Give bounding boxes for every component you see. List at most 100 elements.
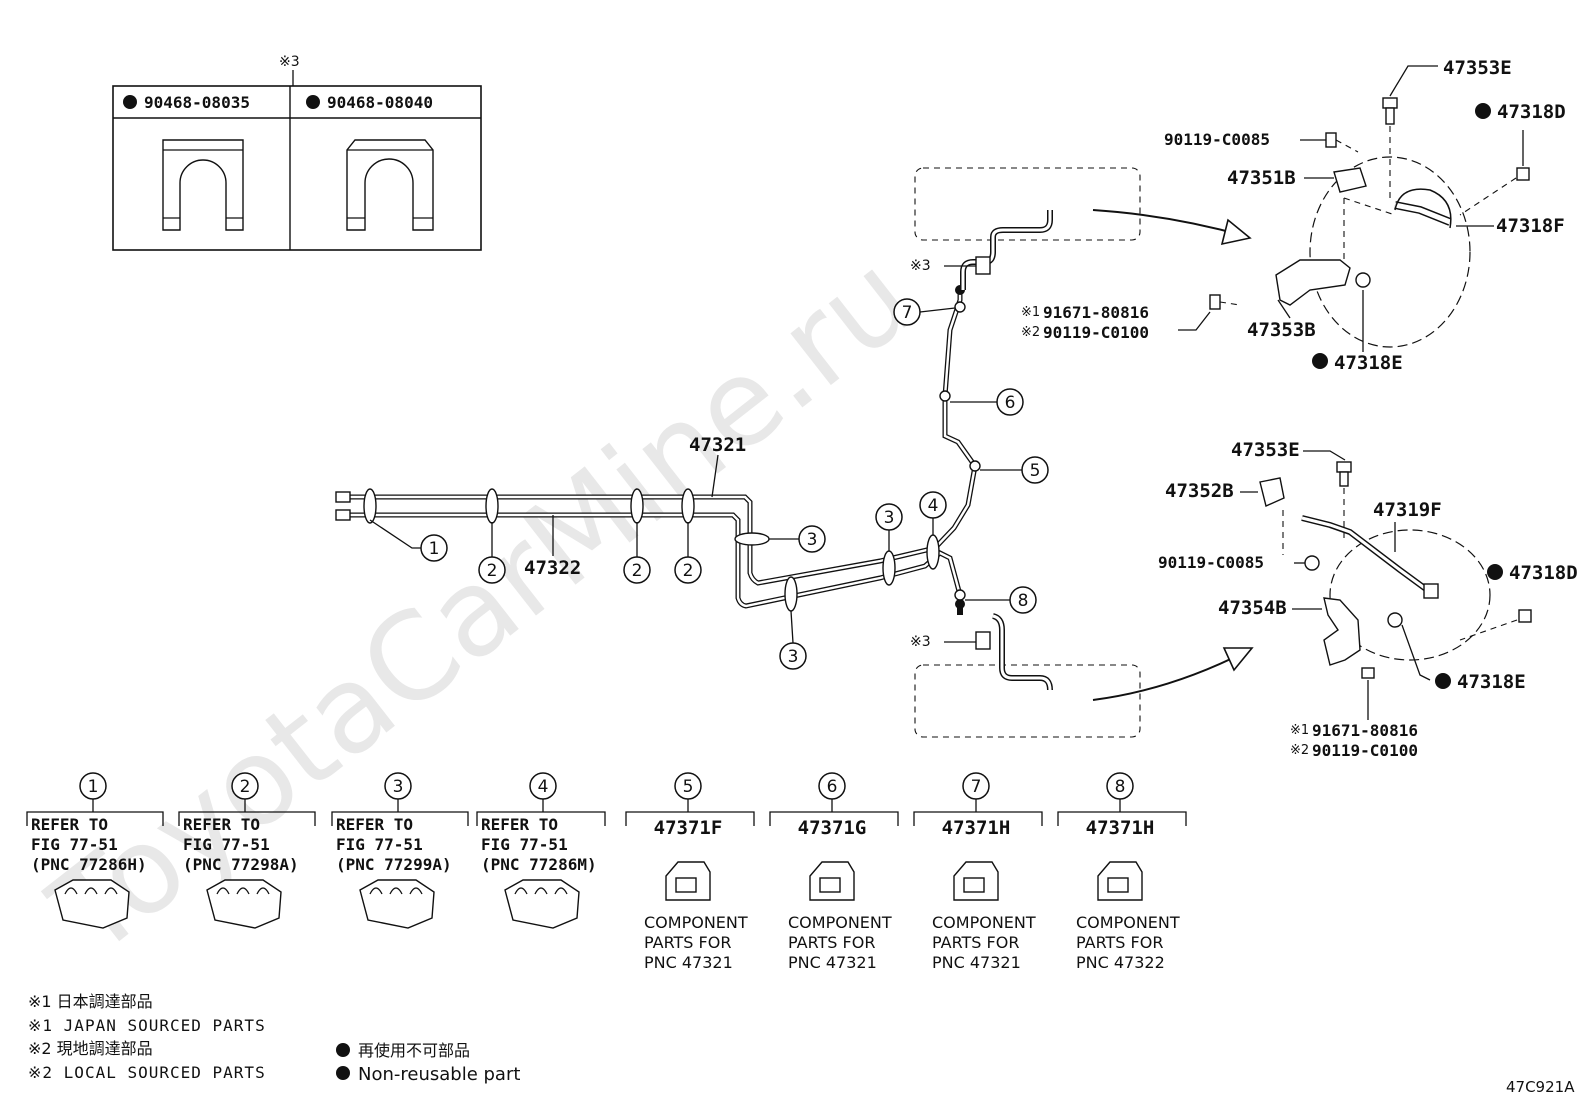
legend-callout-number: 1 <box>88 777 99 797</box>
part-47353E-label: 47353E <box>1443 57 1512 79</box>
legend-reference-text: FIG 77-51 <box>336 835 423 854</box>
clip-47318E-icon <box>1355 272 1371 288</box>
svg-text:3: 3 <box>807 530 818 550</box>
note2-mark: ※2 <box>1021 325 1040 340</box>
brake-disc-outline <box>1309 156 1471 348</box>
shim-clip-icon <box>975 631 991 650</box>
part-47318E-label: 47318E <box>1334 352 1403 374</box>
legend-clamp-icon <box>54 879 130 929</box>
lower-detail-group: ※3 <box>910 604 1254 738</box>
rear-part-90119-C0100-label: 90119-C0100 <box>1312 741 1418 760</box>
clip-6 <box>939 390 951 402</box>
part-47318F-label: 47318F <box>1496 215 1565 237</box>
bolt-icon <box>1304 555 1320 571</box>
part-90119-C0100-label: 90119-C0100 <box>1043 323 1149 342</box>
legend-clip-detail <box>963 877 985 893</box>
callouts: 1 2 2 2 3 3 3 4 5 6 7 8 <box>369 298 1049 670</box>
svg-text:8: 8 <box>1018 591 1029 611</box>
svg-text:2: 2 <box>683 561 694 581</box>
brake-tube-assembly: 47321 47322 <box>335 285 981 612</box>
bracket-47352B-icon <box>1259 477 1285 507</box>
svg-text:1: 1 <box>429 539 440 559</box>
upper-detail-box <box>914 167 1141 241</box>
legend-component-text: PARTS FOR <box>932 933 1019 952</box>
bracket-47353B-icon <box>1275 259 1351 306</box>
note3-upper-mark: ※3 <box>910 258 931 274</box>
top-reference-table: ※3 90468-08035 90468-08040 <box>112 54 482 251</box>
non-reusable-dot-icon <box>306 95 320 109</box>
legend-component-text: PNC 47321 <box>932 953 1021 972</box>
non-reusable-en: Non-reusable part <box>358 1064 520 1085</box>
table-left-part: 90468-08035 <box>144 93 250 112</box>
clip-5 <box>969 460 981 472</box>
svg-text:3: 3 <box>884 508 895 528</box>
part-90119-C0085-label: 90119-C0085 <box>1164 130 1270 149</box>
clamp-3 <box>734 532 770 546</box>
svg-text:5: 5 <box>1030 461 1041 481</box>
union-bolt-icon <box>1518 609 1532 623</box>
callout-6 <box>996 388 1024 416</box>
legend-reference-text: FIG 77-51 <box>31 835 118 854</box>
clip-7 <box>954 301 966 313</box>
bolt-icon <box>1382 97 1398 109</box>
rear-note1-mark: ※1 <box>1290 723 1309 738</box>
legend-clamp-detail <box>64 887 118 895</box>
fitting-icon <box>1423 583 1439 599</box>
legend-reference-text: (PNC 77299A) <box>336 855 452 874</box>
part-47353B-label: 47353B <box>1247 319 1316 341</box>
clamp-3 <box>882 550 896 586</box>
lower-detail-box <box>914 664 1141 738</box>
part-47351B-label: 47351B <box>1227 167 1296 189</box>
legend-clip-detail <box>819 877 841 893</box>
table-frame <box>112 85 482 251</box>
callout-2 <box>674 556 702 584</box>
legend-clip-detail <box>1107 877 1129 893</box>
note-japan-jp: ※1 日本調達部品 <box>28 992 153 1011</box>
tube-47322-label: 47322 <box>524 557 581 579</box>
callout-7 <box>893 298 921 326</box>
callout-2 <box>623 556 651 584</box>
arrow-to-rear-brake <box>1092 651 1246 701</box>
legend-reference-text: (PNC 77298A) <box>183 855 299 874</box>
clamp-2 <box>630 488 644 524</box>
legend-callout-number: 7 <box>971 777 982 797</box>
legend-component-text: COMPONENT <box>644 913 748 932</box>
u-clip-shim-large-icon <box>346 139 434 231</box>
legend-bracket <box>913 811 1043 826</box>
flare-nut-icon <box>335 491 351 503</box>
rear-part-91671-80816-label: 91671-80816 <box>1312 721 1418 740</box>
legend-reference-text: (PNC 77286H) <box>31 855 147 874</box>
legend-reference-text: REFER TO <box>336 815 413 834</box>
legend-part-number: 47371H <box>942 817 1011 839</box>
legend-callout-number: 3 <box>393 777 404 797</box>
tube-47321-label: 47321 <box>689 434 746 456</box>
upper-hose-outline <box>960 210 1053 290</box>
callout-8 <box>1009 586 1037 614</box>
clamp-2 <box>485 488 499 524</box>
legend-part-number: 47371H <box>1086 817 1155 839</box>
legend-component-text: COMPONENT <box>1076 913 1180 932</box>
legend-part-number: 47371F <box>654 817 723 839</box>
svg-text:2: 2 <box>487 561 498 581</box>
non-reusable-dot-icon <box>336 1066 350 1080</box>
legend-component-text: PNC 47321 <box>644 953 733 972</box>
callout-2 <box>478 556 506 584</box>
svg-text:7: 7 <box>902 303 913 323</box>
bolt-icon <box>1325 132 1337 148</box>
callout-3 <box>798 525 826 553</box>
legend-clamp-detail <box>216 887 270 895</box>
legend-component-text: COMPONENT <box>788 913 892 932</box>
bolt-icon <box>1361 667 1375 679</box>
rear-drum-outline <box>1329 529 1491 661</box>
legend-component-text: PNC 47321 <box>788 953 877 972</box>
svg-text:3: 3 <box>788 647 799 667</box>
note-japan-en: ※1 JAPAN SOURCED PARTS <box>28 1016 266 1035</box>
legend-reference-text: REFER TO <box>183 815 260 834</box>
part-91671-80816-label: 91671-80816 <box>1043 303 1149 322</box>
bracket-47354B-icon <box>1323 597 1361 666</box>
rear-note2-mark: ※2 <box>1290 743 1309 758</box>
legend-clamp-detail <box>369 887 423 895</box>
rear-part-90119-C0085-label: 90119-C0085 <box>1158 553 1264 572</box>
